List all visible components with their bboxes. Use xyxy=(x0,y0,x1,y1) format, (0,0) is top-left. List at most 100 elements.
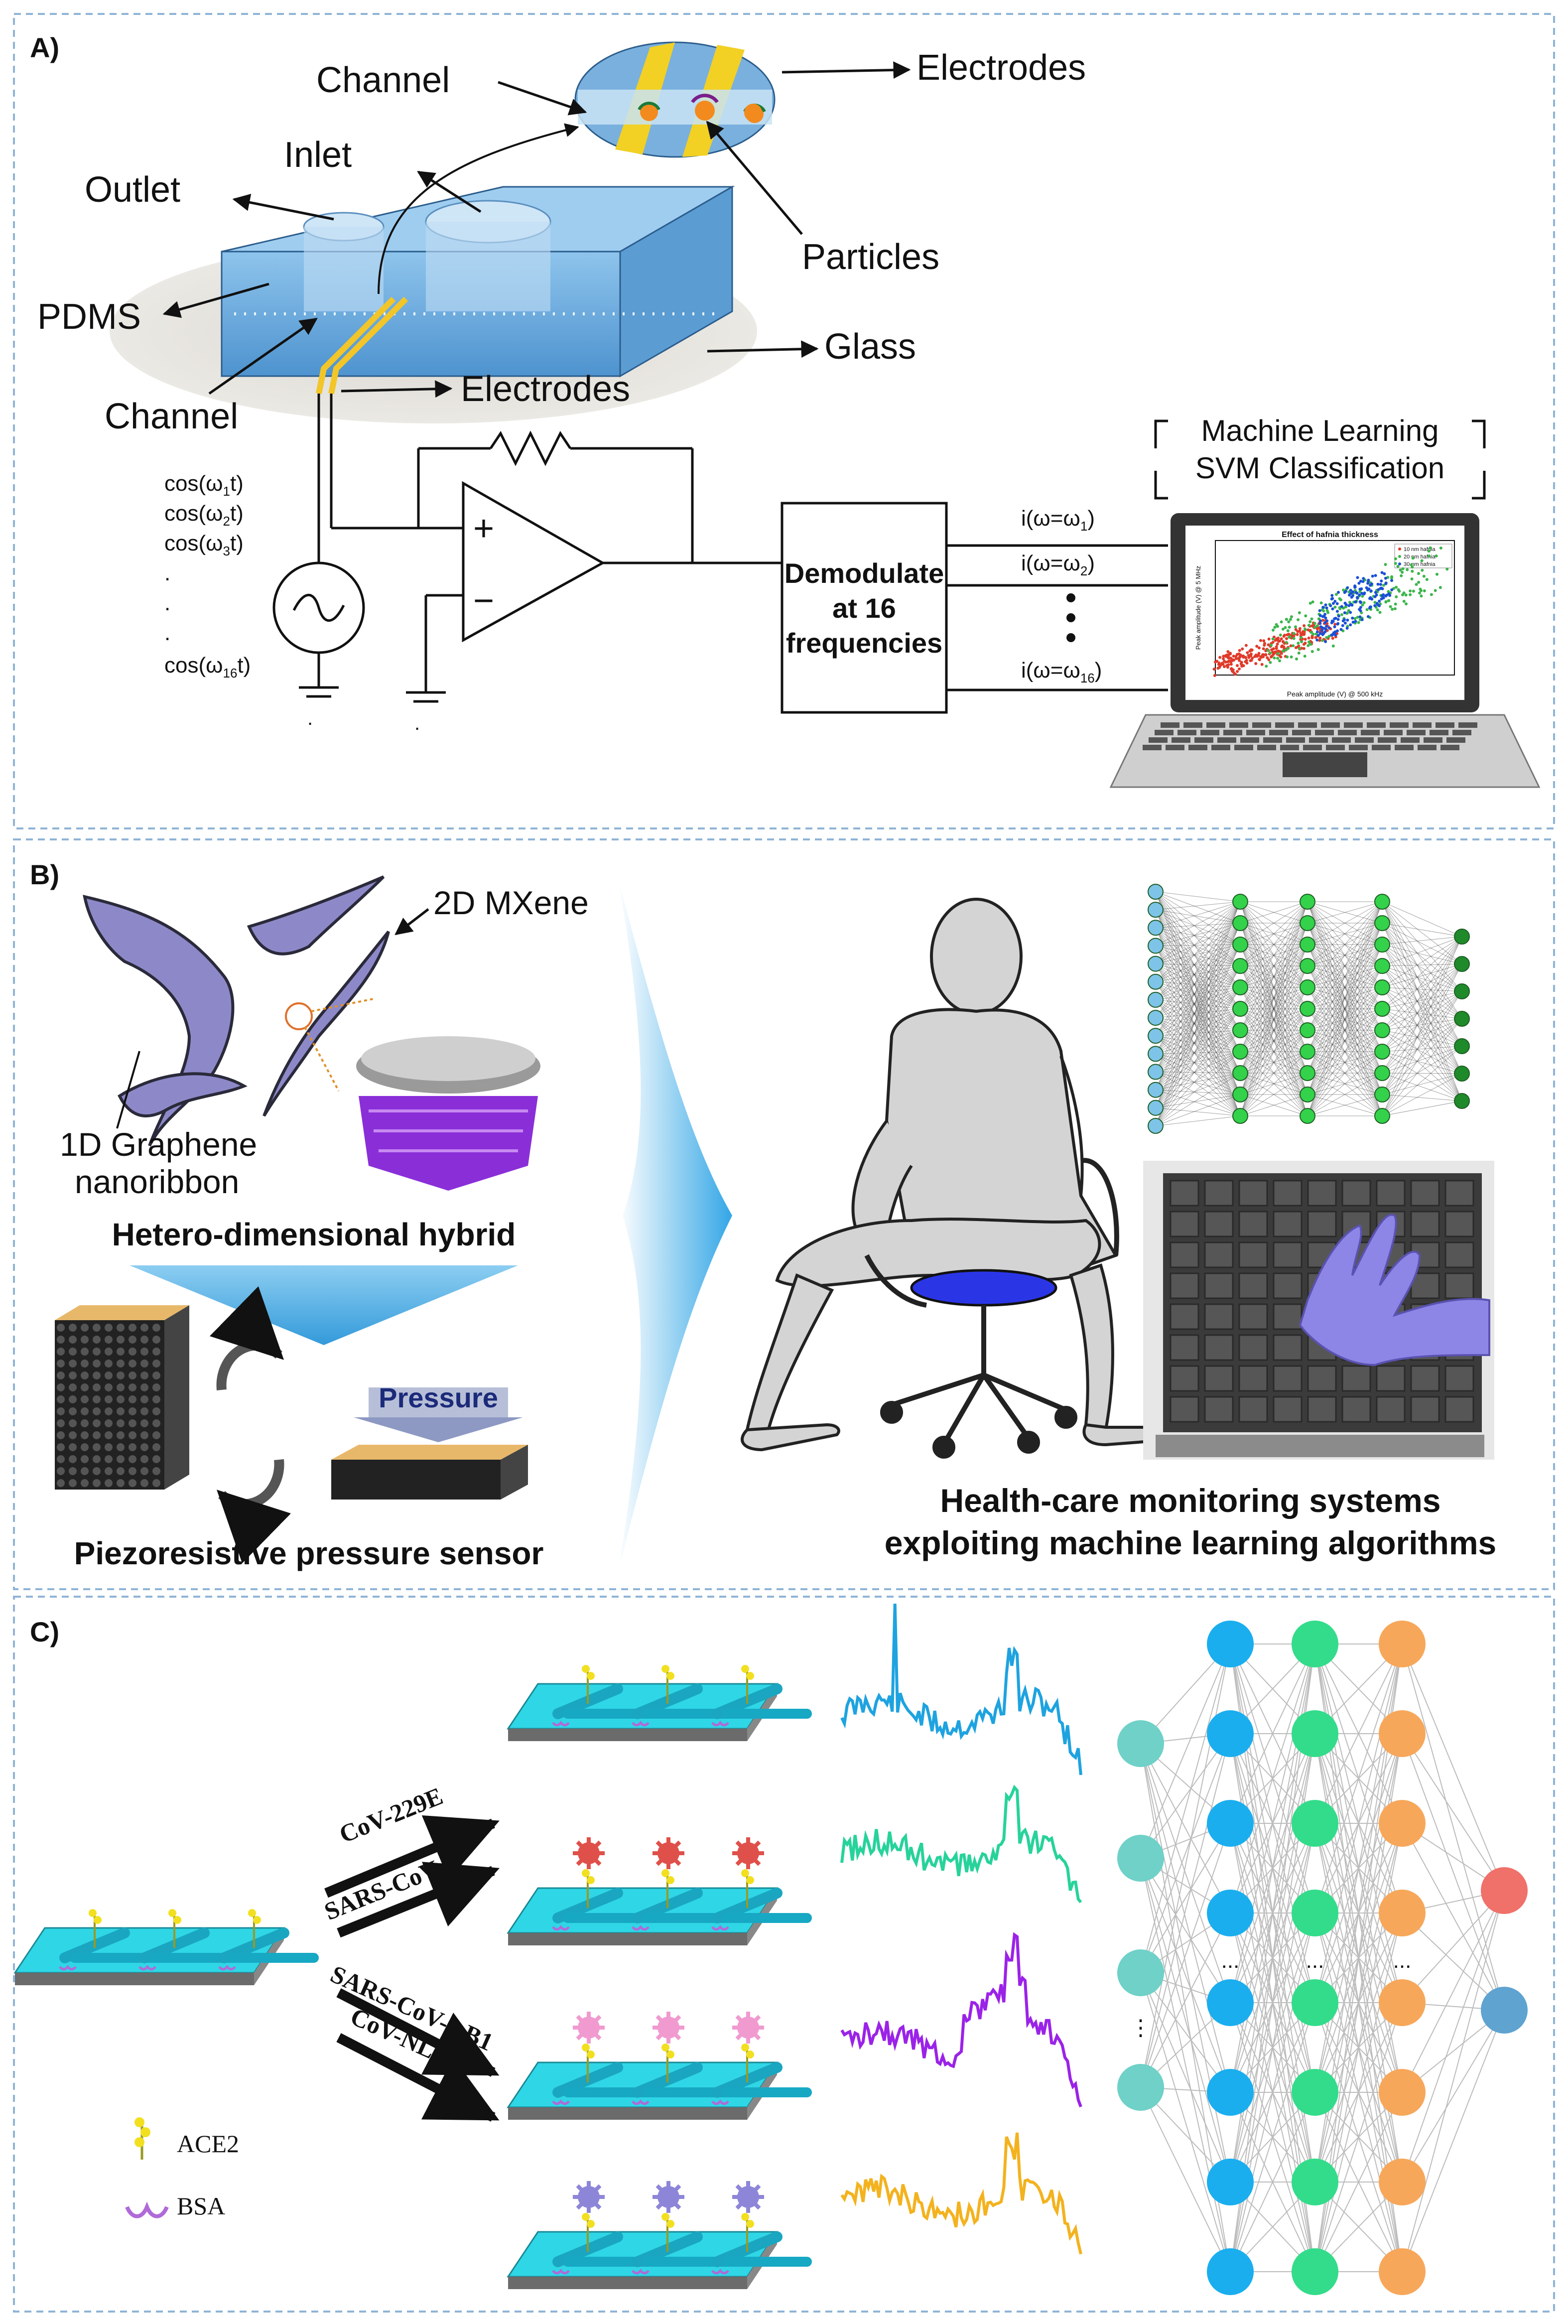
nn-edge xyxy=(1240,901,1308,924)
scatter-dot xyxy=(1224,661,1227,664)
nn-edge xyxy=(1307,923,1383,945)
circuit xyxy=(272,394,1168,703)
panel-a-frame xyxy=(13,13,1555,829)
nn-edge xyxy=(1240,1051,1308,1095)
nn-edge xyxy=(1382,963,1462,1009)
nn-edge xyxy=(1140,1858,1231,2003)
scatter-dot xyxy=(1290,655,1293,659)
nn-edge xyxy=(1307,1030,1383,1095)
nn-edge xyxy=(1155,945,1241,966)
nn-edge xyxy=(1307,965,1383,988)
nn-edge xyxy=(1307,1030,1383,1116)
nn-edge xyxy=(1240,901,1308,945)
nn-edge xyxy=(1155,999,1241,1095)
nn-edge xyxy=(1155,963,1241,1095)
nn-edge xyxy=(1382,923,1462,937)
scatter-dot xyxy=(1362,577,1365,580)
mat-cell xyxy=(1444,1396,1474,1423)
cube-dot xyxy=(117,1479,125,1487)
scatter-dot xyxy=(1286,629,1290,633)
scatter-dot xyxy=(1322,609,1325,613)
scatter-dot xyxy=(1244,644,1248,647)
nn-edge xyxy=(1155,1115,1241,1126)
scatter-dot xyxy=(1345,627,1349,630)
nn-node xyxy=(1300,1087,1315,1102)
scatter-dot xyxy=(1258,658,1261,661)
cube-dot xyxy=(81,1443,89,1451)
scatter-dot xyxy=(1313,622,1316,625)
key xyxy=(1263,737,1282,743)
nn-node xyxy=(1148,902,1164,918)
scatter-dot xyxy=(1282,649,1285,653)
nn-edge xyxy=(1155,1035,1241,1052)
scatter-dot xyxy=(1374,574,1377,577)
nn-edge xyxy=(1240,1030,1308,1074)
key xyxy=(1452,730,1471,735)
cube-dot xyxy=(93,1479,101,1487)
scatter-dot xyxy=(1410,577,1414,581)
scatter-dot xyxy=(1303,631,1306,634)
scatter-dot xyxy=(1384,563,1387,566)
cube-dot xyxy=(81,1419,89,1427)
nn-edge xyxy=(1382,944,1462,1101)
spectra xyxy=(840,1604,1082,2255)
nn-edge xyxy=(1402,1643,1505,1891)
scatter-dot xyxy=(1257,652,1261,655)
cube-dot xyxy=(69,1419,77,1427)
nn-edge xyxy=(1240,1008,1308,1074)
ml-line-1: Machine Learning xyxy=(1201,414,1439,447)
sensor-chip xyxy=(13,1909,319,1985)
key xyxy=(1155,730,1174,735)
nn-edge xyxy=(1240,944,1308,1116)
scatter-dot xyxy=(1334,593,1338,596)
scatter-dot xyxy=(1231,658,1234,662)
nn-edge xyxy=(1382,1008,1462,1047)
pdms-front-face xyxy=(221,251,621,377)
nn-edge xyxy=(1240,987,1308,1052)
scatter-dot xyxy=(1325,609,1329,612)
scatter-dot xyxy=(1345,612,1349,615)
nn-edge xyxy=(1307,923,1383,1116)
signal-list: cos(ω1t)cos(ω2t)cos(ω3t)...cos(ω16t) xyxy=(164,471,251,681)
nn-edge xyxy=(1155,944,1241,1090)
nn-edge xyxy=(1240,923,1308,1116)
panel-c: C) CoV-229E SARS-CoV-2 SARS-CoV-2 B1 CoV… xyxy=(13,1596,1555,2313)
plot-legend: 10 nm hafnia 20 nm hafnia 30 nm hafnia xyxy=(1394,544,1452,568)
scatter-dot xyxy=(1308,620,1312,623)
nn-edge xyxy=(1155,1090,1241,1116)
nn-edge xyxy=(1382,936,1462,1095)
mat-cell xyxy=(1238,1211,1268,1237)
scatter-dot xyxy=(1371,574,1374,578)
nn-edge xyxy=(1382,991,1462,1074)
mat-cell xyxy=(1204,1241,1234,1268)
key xyxy=(1413,722,1432,728)
scatter-dot xyxy=(1360,587,1363,590)
nn-edge xyxy=(1382,1073,1462,1095)
nn-edge xyxy=(1230,1643,1315,1824)
signal-line: cos(ω16t) xyxy=(164,653,251,681)
scatter-dot xyxy=(1333,600,1337,603)
mat-cell xyxy=(1410,1180,1440,1207)
nn-edge xyxy=(1382,901,1462,1047)
sensor-chip xyxy=(507,2181,812,2289)
signal-line: . xyxy=(164,561,170,585)
nn-edge xyxy=(1402,2010,1505,2272)
cube-dot xyxy=(57,1360,65,1367)
cube-dot xyxy=(140,1324,148,1332)
nn-node xyxy=(1148,991,1164,1008)
scatter-dot xyxy=(1318,636,1322,640)
keyboard xyxy=(1143,722,1477,750)
scatter-dot xyxy=(1353,584,1357,588)
nn-edge xyxy=(1307,923,1383,988)
cube-dot xyxy=(152,1455,160,1463)
cube-dot xyxy=(57,1395,65,1403)
scatter-dot xyxy=(1303,655,1307,658)
nn-edge xyxy=(1307,923,1383,1074)
scatter-dot xyxy=(1338,607,1342,610)
nn-edge xyxy=(1240,1073,1308,1095)
nn-edge xyxy=(1307,987,1383,1116)
cube-dot xyxy=(93,1443,101,1451)
nn-node xyxy=(1481,1867,1528,1914)
scatter-dot xyxy=(1287,620,1291,624)
nn-edge xyxy=(1382,963,1462,1095)
